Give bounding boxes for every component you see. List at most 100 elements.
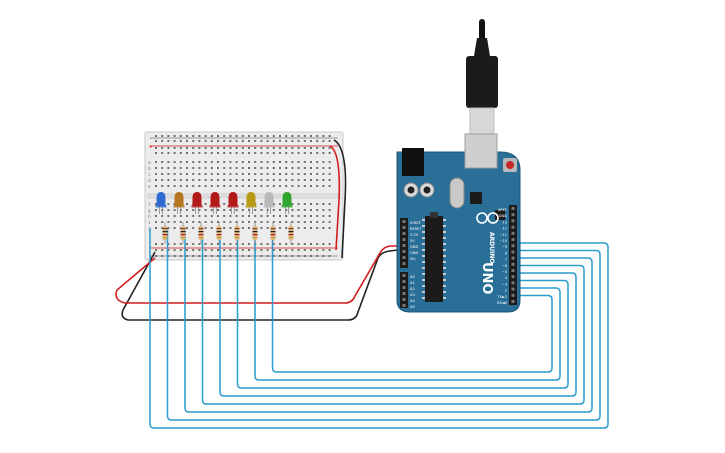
- resistor-band: [252, 228, 258, 230]
- rail-hole: [198, 135, 201, 137]
- rail-hole: [310, 255, 312, 257]
- terminal-hole: [241, 221, 244, 223]
- resistor[interactable]: [216, 222, 222, 244]
- rail-hole: [316, 249, 319, 251]
- ground-wire[interactable]: [121, 248, 406, 321]
- regulator-chip: [495, 210, 505, 220]
- resistor[interactable]: [234, 222, 240, 244]
- breadboard-holes: [155, 135, 331, 257]
- pin-label: 2: [505, 289, 507, 293]
- rail-plus-label: +: [149, 144, 153, 151]
- chip-pin: [422, 273, 425, 275]
- crystal-oscillator: [449, 177, 465, 209]
- rail-hole: [161, 255, 164, 257]
- resistor[interactable]: [288, 222, 294, 244]
- resistor[interactable]: [252, 222, 258, 244]
- signal-wire[interactable]: [201, 228, 585, 405]
- rail-hole: [272, 255, 275, 257]
- chip-pin: [422, 219, 425, 221]
- pin-label: ~11: [499, 233, 507, 237]
- terminal-hole: [322, 161, 325, 163]
- terminal-hole: [217, 167, 219, 169]
- resistor[interactable]: [198, 222, 204, 244]
- rail-hole: [155, 147, 157, 149]
- led-yellow[interactable]: [245, 192, 257, 214]
- terminal-hole: [248, 221, 250, 223]
- terminal-hole: [291, 203, 294, 205]
- terminal-hole: [297, 215, 300, 217]
- rail-hole: [186, 147, 188, 149]
- terminal-hole: [310, 185, 312, 187]
- rail-hole: [204, 152, 207, 154]
- led-red-2[interactable]: [209, 192, 221, 214]
- led-blue[interactable]: [155, 192, 167, 214]
- terminal-hole: [328, 179, 331, 181]
- row-letter: b: [148, 166, 151, 172]
- usb-cable[interactable]: [466, 19, 498, 135]
- power-wire[interactable]: [115, 245, 405, 304]
- terminal-hole: [285, 161, 288, 163]
- led-row: [155, 192, 293, 214]
- terminal-hole: [204, 161, 207, 163]
- terminal-hole: [266, 161, 269, 163]
- rail-jumper-black[interactable]: [333, 139, 347, 259]
- chip-pin: [443, 273, 446, 275]
- led-white[interactable]: [263, 192, 275, 214]
- terminal-hole: [179, 185, 182, 187]
- terminal-hole: [155, 173, 157, 175]
- wires: [115, 139, 609, 429]
- terminal-hole: [217, 173, 219, 175]
- signal-wire[interactable]: [219, 228, 577, 397]
- header-pin: [511, 269, 515, 272]
- rail-hole: [223, 249, 226, 251]
- signal-wire[interactable]: [166, 228, 601, 421]
- rail-hole: [161, 147, 164, 149]
- terminal-hole: [328, 185, 331, 187]
- header-pin: [402, 238, 406, 241]
- led-orange[interactable]: [173, 192, 185, 214]
- resistor[interactable]: [270, 222, 276, 244]
- rail-hole: [161, 243, 164, 245]
- terminal-hole: [297, 209, 300, 211]
- rail-jumper-red[interactable]: [329, 145, 341, 251]
- led-red-3[interactable]: [227, 192, 239, 214]
- led-rim: [191, 205, 203, 208]
- row-letter: i: [148, 220, 151, 226]
- signal-wire[interactable]: [149, 228, 609, 429]
- signal-wire[interactable]: [254, 228, 561, 381]
- header-pins: [402, 207, 515, 307]
- pin-label: ~9: [502, 245, 508, 249]
- chip-pin: [422, 297, 425, 299]
- terminal-hole: [266, 221, 269, 223]
- arduino-logo: [476, 212, 499, 224]
- rail-hole: [229, 147, 232, 149]
- terminal-hole: [241, 173, 244, 175]
- rail-hole: [186, 152, 188, 154]
- terminal-hole: [235, 179, 238, 181]
- chip-pin: [422, 285, 425, 287]
- rail-hole: [322, 135, 325, 137]
- rail-hole: [316, 255, 319, 257]
- terminal-hole: [291, 221, 294, 223]
- rail-hole: [248, 243, 250, 245]
- terminal-hole: [186, 167, 188, 169]
- led-green[interactable]: [281, 192, 293, 214]
- terminal-hole: [322, 203, 325, 205]
- terminal-hole: [291, 179, 294, 181]
- signal-wire[interactable]: [236, 228, 569, 389]
- signal-wire[interactable]: [271, 228, 553, 373]
- resistor[interactable]: [162, 222, 168, 244]
- resistor[interactable]: [180, 222, 186, 244]
- rail-hole: [322, 140, 325, 142]
- rail-hole: [210, 243, 213, 245]
- resistor-band: [216, 237, 222, 239]
- rail-hole: [248, 249, 250, 251]
- signal-wire[interactable]: [184, 228, 593, 413]
- terminal-hole: [248, 215, 250, 217]
- led-rim: [263, 205, 275, 208]
- rail-hole: [279, 249, 281, 251]
- rail-hole: [192, 243, 195, 245]
- led-red-1[interactable]: [191, 192, 203, 214]
- rail-hole: [217, 140, 219, 142]
